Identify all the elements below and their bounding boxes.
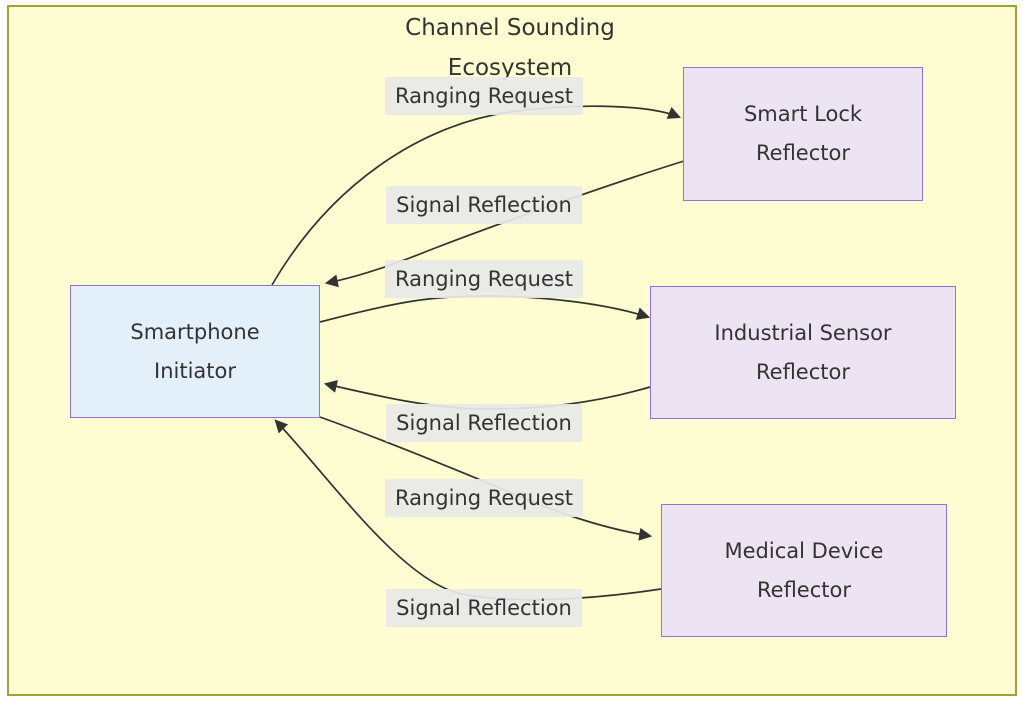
diagram-title-line2: Ecosystem	[447, 55, 573, 81]
node-smart-lock-reflector-line2: Reflector	[756, 141, 850, 165]
node-industrial-sensor-reflector-line2: Reflector	[756, 359, 850, 384]
node-medical-device-reflector-line2: Reflector	[757, 577, 851, 602]
diagram-title: Channel Sounding Ecosystem	[405, 8, 615, 88]
diagram-title-line1: Channel Sounding	[405, 15, 615, 41]
edge-label-signal-reflection-smart-lock: Signal Reflection	[386, 186, 582, 224]
node-smart-lock-reflector: Smart Lock Reflector	[683, 67, 923, 201]
node-medical-device-reflector-line1: Medical Device	[724, 538, 884, 563]
edge-label-signal-reflection-medical: Signal Reflection	[386, 589, 582, 627]
edge-label-ranging-request-industrial: Ranging Request	[384, 260, 584, 298]
node-medical-device-reflector: Medical Device Reflector	[661, 504, 947, 637]
edge-label-signal-reflection-industrial: Signal Reflection	[386, 404, 582, 442]
node-smartphone-initiator: Smartphone Initiator	[70, 285, 320, 418]
node-smartphone-initiator-line1: Smartphone	[130, 319, 260, 344]
node-industrial-sensor-reflector: Industrial Sensor Reflector	[650, 286, 956, 419]
node-smart-lock-reflector-line1: Smart Lock	[743, 102, 863, 126]
node-smartphone-initiator-line2: Initiator	[154, 358, 236, 383]
edge-label-ranging-request-smart-lock: Ranging Request	[384, 77, 584, 115]
node-industrial-sensor-reflector-line1: Industrial Sensor	[714, 320, 892, 345]
edge-label-ranging-request-medical: Ranging Request	[384, 479, 584, 517]
